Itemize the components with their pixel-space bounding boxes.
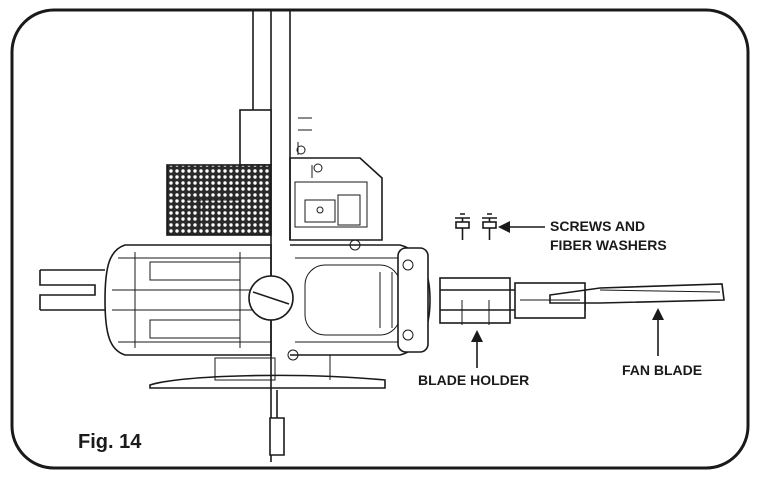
label-screws-line2: FIBER WASHERS bbox=[550, 237, 667, 253]
label-blade-holder: BLADE HOLDER bbox=[418, 372, 529, 388]
fan-blade bbox=[549, 283, 725, 304]
cover-detail bbox=[185, 185, 260, 228]
motor-right-half bbox=[290, 239, 431, 356]
center-shaft bbox=[239, 11, 291, 462]
blade-screws bbox=[455, 213, 497, 240]
motor-body bbox=[104, 244, 272, 356]
bottom-plate bbox=[149, 349, 386, 389]
arrow-blade-holder bbox=[471, 330, 483, 368]
left-bracket bbox=[39, 269, 105, 311]
blade-holder bbox=[439, 277, 586, 325]
label-fan-blade: FAN BLADE bbox=[622, 362, 702, 378]
label-screws-line1: SCREWS AND bbox=[550, 218, 645, 234]
arrow-screws bbox=[498, 221, 545, 233]
pull-chain bbox=[269, 390, 285, 456]
motor-screw bbox=[248, 275, 294, 321]
figure-border bbox=[10, 8, 750, 470]
arrow-fan-blade bbox=[652, 308, 664, 356]
figure-caption: Fig. 14 bbox=[78, 431, 142, 453]
switch-housing bbox=[289, 117, 383, 241]
